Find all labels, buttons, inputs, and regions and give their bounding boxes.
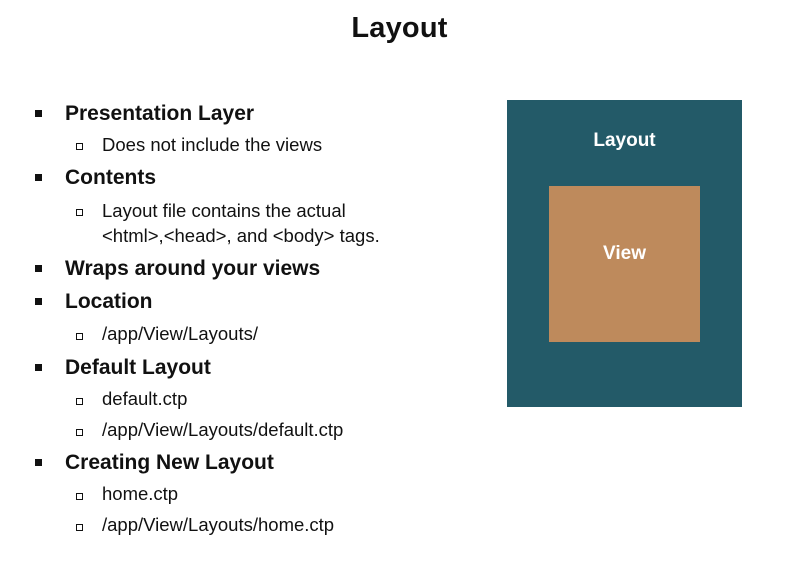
sub-bullet-marker <box>76 333 83 340</box>
bullet-marker <box>35 265 42 272</box>
sub-bullet-text: Does not include the views <box>102 134 323 155</box>
bullet-location: Location <box>65 290 153 313</box>
bullet-marker <box>35 110 42 117</box>
view-diagram-label: View <box>603 243 646 264</box>
sub-bullet-text: home.ctp <box>102 483 179 504</box>
sub-bullet-marker <box>76 143 83 150</box>
bullet-list: Presentation Layer Does not include the … <box>35 102 380 535</box>
bullet-creating-new-layout: Creating New Layout <box>65 451 274 474</box>
bullet-wraps-around-views: Wraps around your views <box>65 257 321 280</box>
sub-bullet-marker <box>76 524 83 531</box>
layout-diagram-label: Layout <box>593 130 656 151</box>
view-diagram-box: View <box>549 186 700 342</box>
sub-bullet-marker <box>76 209 83 216</box>
slide-title: Layout <box>351 12 448 44</box>
bullet-presentation-layer: Presentation Layer <box>65 102 255 125</box>
bullet-marker <box>35 364 42 371</box>
bullet-marker <box>35 459 42 466</box>
layout-diagram-box: Layout View <box>507 100 742 407</box>
sub-bullet-marker <box>76 398 83 405</box>
bullet-contents: Contents <box>65 166 156 189</box>
sub-bullet-text: Layout file contains the actual <box>102 200 346 221</box>
sub-bullet-marker <box>76 429 83 436</box>
sub-bullet-text: default.ctp <box>102 388 188 409</box>
bullet-marker <box>35 174 42 181</box>
sub-bullet-text: /app/View/Layouts/home.ctp <box>102 514 335 535</box>
bullet-marker <box>35 298 42 305</box>
sub-bullet-marker <box>76 493 83 500</box>
sub-bullet-text: /app/View/Layouts/default.ctp <box>102 419 344 440</box>
bullet-default-layout: Default Layout <box>65 356 211 379</box>
sub-bullet-text: /app/View/Layouts/ <box>102 323 258 344</box>
sub-bullet-text-continuation: <html>,<head>, and <body> tags. <box>102 225 380 246</box>
